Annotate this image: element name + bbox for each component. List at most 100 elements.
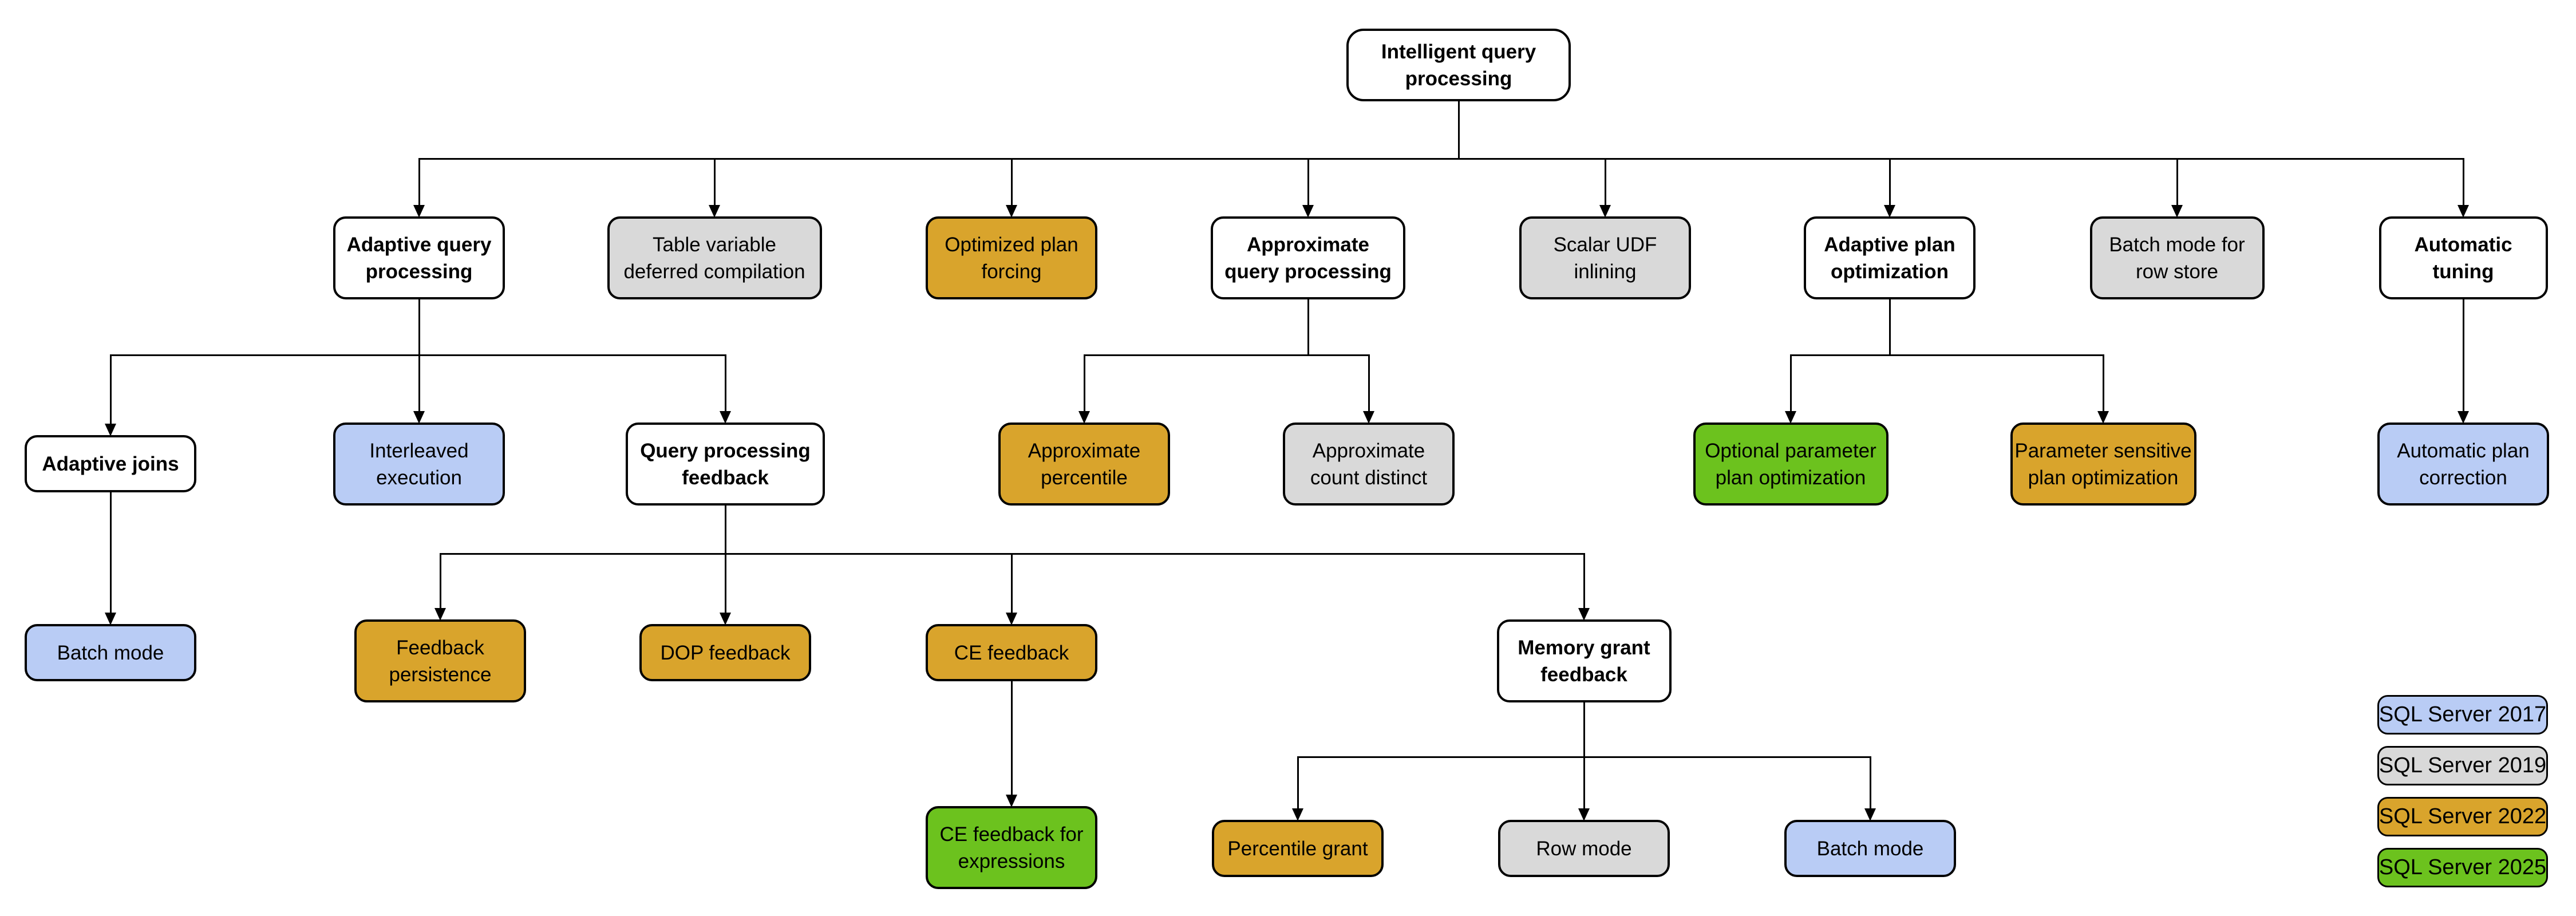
node-dop-feedback: DOP feedback (639, 624, 811, 681)
node-scalar-udf: Scalar UDF inlining (1519, 216, 1691, 299)
node-label: Interleaved (369, 439, 469, 462)
legend-item-sql-server-2019: SQL Server 2019 (2377, 746, 2548, 785)
arrowhead-down-icon (1864, 808, 1876, 821)
connector-line (418, 299, 420, 355)
connector-line (1010, 744, 1013, 796)
arrowhead-down-icon (1578, 808, 1590, 821)
connector-line (2176, 159, 2178, 206)
arrowhead-down-icon (413, 205, 425, 218)
node-label: Query processing (640, 439, 811, 462)
node-label: row store (2136, 260, 2218, 283)
node-label: plan optimization (1715, 466, 1866, 489)
node-label: Batch mode (57, 641, 164, 664)
node-label: CE feedback (954, 641, 1069, 664)
node-param-sensitive: Parameter sensitive plan optimization (2010, 423, 2196, 506)
connector-line (418, 157, 2464, 160)
connector-line (724, 506, 726, 554)
connector-line (724, 355, 726, 412)
connector-line (1583, 554, 1585, 609)
arrowhead-down-icon (1363, 411, 1374, 424)
connector-line (1888, 159, 1891, 206)
node-label: Parameter sensitive (2014, 439, 2192, 462)
legend-item-sql-server-2025: SQL Server 2025 (2377, 848, 2548, 887)
node-label: plan optimization (2028, 466, 2179, 489)
node-label: CE feedback for (939, 823, 1084, 846)
connector-line (418, 355, 420, 412)
node-label: Approximate (1312, 439, 1425, 462)
node-label: Batch mode for (2109, 233, 2245, 256)
connector-line (1789, 355, 1792, 412)
connector-line (1583, 757, 1585, 810)
node-label: Batch mode (1816, 837, 1924, 860)
node-batch-mode-1: Batch mode (25, 624, 196, 681)
node-label: Scalar UDF (1553, 233, 1657, 256)
node-label: processing (1405, 67, 1512, 90)
node-label: Feedback (396, 636, 484, 659)
node-label: forcing (981, 260, 1042, 283)
node-label: percentile (1041, 466, 1128, 489)
node-label: query processing (1224, 260, 1392, 283)
node-label: tuning (2432, 260, 2494, 283)
node-label: execution (376, 466, 462, 489)
arrowhead-down-icon (1078, 411, 1090, 424)
node-label: Adaptive query (346, 233, 492, 256)
node-memory-grant: Memory grant feedback (1496, 619, 1672, 702)
connector-line (1307, 299, 1309, 355)
arrowhead-down-icon (720, 411, 731, 424)
connector-line (1789, 354, 2104, 356)
node-label: feedback (1540, 663, 1627, 686)
legend-item-sql-server-2017: SQL Server 2017 (2377, 695, 2548, 735)
node-percentile-grant: Percentile grant (1212, 820, 1384, 877)
connector-line (109, 354, 726, 356)
connector-line (1888, 299, 1891, 355)
node-label: Automatic plan (2397, 439, 2530, 462)
node-label: inlining (1574, 260, 1637, 283)
node-label: Optimized plan (945, 233, 1078, 256)
legend-item-sql-server-2022: SQL Server 2022 (2377, 797, 2548, 836)
arrowhead-down-icon (1292, 808, 1303, 821)
connector-line (1307, 159, 1309, 206)
node-label: Percentile grant (1227, 837, 1368, 860)
node-label: DOP feedback (660, 641, 791, 664)
node-label: Approximate (1247, 233, 1369, 256)
node-row-mode: Row mode (1498, 820, 1670, 877)
arrowhead-down-icon (1006, 613, 1017, 625)
connector-line (1083, 355, 1085, 412)
arrowhead-down-icon (1599, 205, 1611, 218)
connector-line (1604, 159, 1606, 206)
node-approx-count: Approximate count distinct (1283, 423, 1455, 506)
node-batch-row-store: Batch mode for row store (2089, 216, 2265, 299)
node-label: optimization (1830, 260, 1949, 283)
legend-label: SQL Server 2017 (2379, 702, 2547, 727)
arrowhead-down-icon (2458, 411, 2469, 424)
arrowhead-down-icon (2097, 411, 2109, 424)
node-label: Memory grant (1518, 636, 1650, 659)
node-label: Adaptive joins (42, 452, 179, 475)
connector-line (1869, 757, 1871, 810)
connector-line (1368, 355, 1370, 412)
legend-label: SQL Server 2019 (2379, 753, 2547, 777)
node-adaptive-joins: Adaptive joins (25, 435, 196, 492)
node-interleaved: Interleaved execution (333, 423, 505, 506)
node-opt-plan-forcing: Optimized plan forcing (926, 216, 1097, 299)
node-label: correction (2419, 466, 2507, 489)
arrowhead-down-icon (413, 411, 425, 424)
arrowhead-down-icon (105, 613, 116, 625)
node-label: count distinct (1310, 466, 1428, 489)
node-label: Table variable (653, 233, 776, 256)
node-approx-qp: Approximate query processing (1211, 216, 1405, 299)
connector-line (2102, 355, 2104, 412)
connector-line (724, 554, 726, 614)
arrowhead-down-icon (720, 613, 731, 625)
node-label: Row mode (1536, 837, 1632, 860)
arrowhead-down-icon (1006, 205, 1017, 218)
legend-label: SQL Server 2025 (2379, 855, 2547, 879)
connector-line (109, 558, 112, 614)
node-label: feedback (682, 466, 769, 489)
